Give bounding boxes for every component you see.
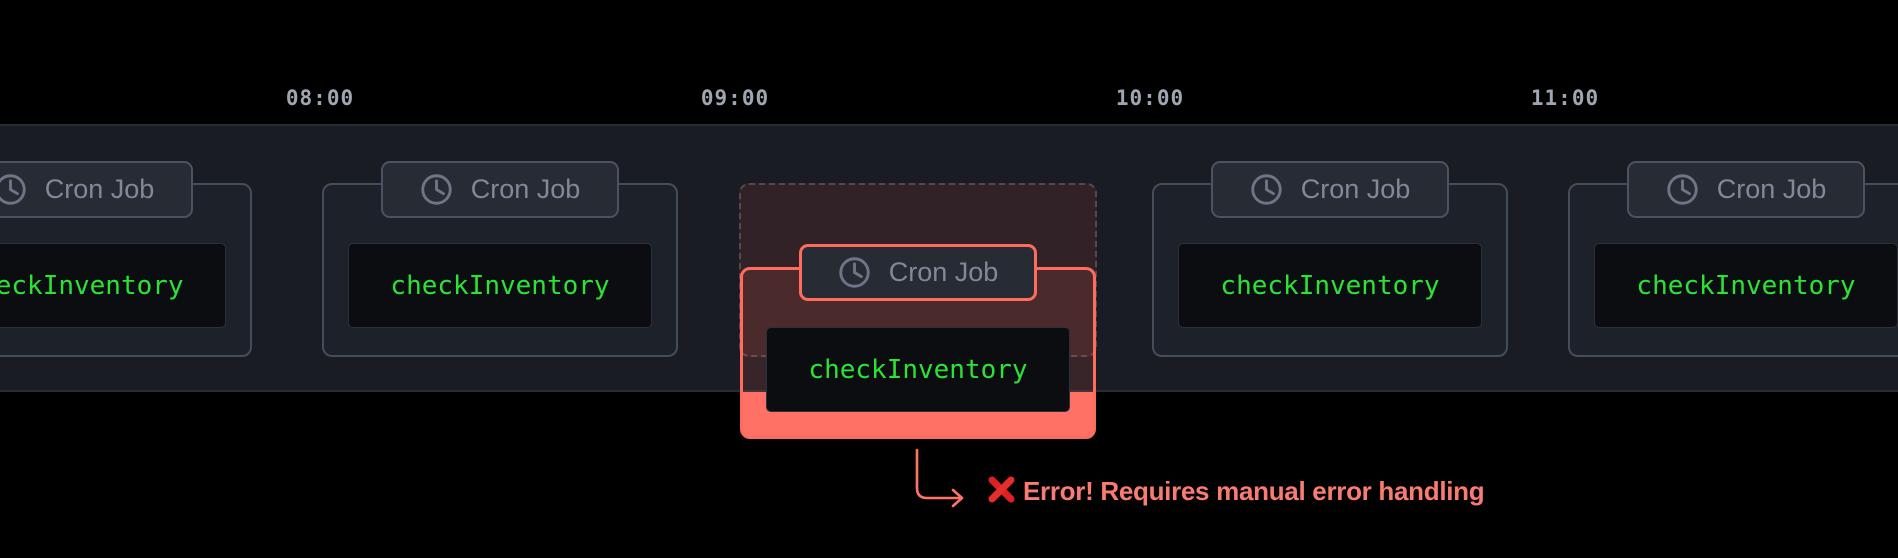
function-name-code: checkInventory [1178,243,1482,328]
cron-job-badge-error: Cron Job [799,244,1037,301]
badge-label: Cron Job [888,257,999,287]
clock-icon [0,174,26,205]
function-name-code: checkInventory [348,243,652,328]
cross-mark-icon [988,476,1015,503]
function-name-code: checkInventory [0,243,226,328]
badge-label: Cron Job [44,174,155,204]
cron-job-badge: Cron Job [0,161,193,218]
clock-icon [839,257,870,288]
error-arrow [915,448,964,508]
time-label-1000: 10:00 [1115,86,1185,110]
function-name-code: checkInventory [1594,243,1898,328]
function-name-code: checkInventory [766,327,1070,412]
clock-icon [421,174,452,205]
badge-label: Cron Job [1300,174,1411,204]
time-label-0900: 09:00 [700,86,770,110]
cron-job-card-4: Cron Job checkInventory [1568,161,1898,357]
time-label-0800: 08:00 [285,86,355,110]
cron-job-card-2-error: Cron Job checkInventory [740,244,1096,439]
cron-job-card-0: Cron Job checkInventory [0,161,252,357]
cron-job-badge: Cron Job [1627,161,1865,218]
cron-job-badge: Cron Job [1211,161,1449,218]
badge-label: Cron Job [470,174,581,204]
clock-icon [1667,174,1698,205]
error-message: Error! Requires manual error handling [1023,476,1485,506]
time-label-1100: 11:00 [1530,86,1600,110]
badge-label: Cron Job [1716,174,1827,204]
clock-icon [1251,174,1282,205]
cron-job-badge: Cron Job [381,161,619,218]
cron-job-card-1: Cron Job checkInventory [322,161,678,357]
cron-job-card-3: Cron Job checkInventory [1152,161,1508,357]
